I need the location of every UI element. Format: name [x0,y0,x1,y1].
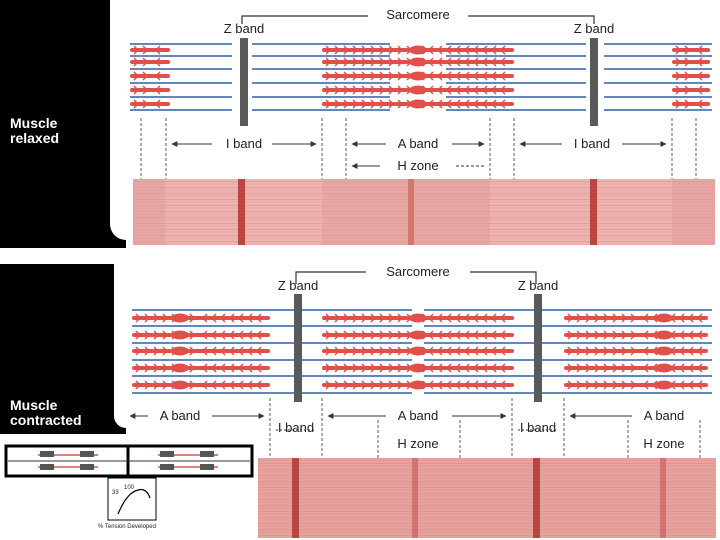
contracted-h-zone-center-label: H zone [397,436,438,451]
m-line-bead [655,381,673,390]
contracted-a-band-center-label: A band [398,408,439,423]
contracted-z-band-right-label: Z band [518,278,558,293]
contracted-filaments [132,294,712,402]
m-line-bead [171,347,189,356]
contracted-a-band-left-label: A band [160,408,201,423]
m-line-bead [409,364,427,373]
inset-value-left: 33 [112,490,119,496]
m-line-bead [409,100,427,109]
relaxed-i-band-right-label: I band [574,136,610,151]
relaxed-micrograph [133,179,715,245]
z-band [240,38,248,126]
contracted-guides [270,398,700,458]
m-line-bead [409,381,427,390]
contracted-i-band-left-label: I band [278,420,314,435]
m-line-bead [409,314,427,323]
m-line-bead [171,314,189,323]
inset-schematic: 33 100 % Tension Developed [6,446,252,530]
m-line-bead [171,364,189,373]
m-line-bead [171,331,189,340]
relaxed-filaments [130,38,712,126]
m-line-bead [409,347,427,356]
m-line-bead [409,72,427,81]
contracted-micrograph [258,458,716,538]
contracted-a-band-right-label: A band [644,408,685,423]
m-line-bead [409,46,427,55]
inset-caption: % Tension Developed [98,524,156,530]
m-line-bead [409,58,427,67]
m-line-bead [655,314,673,323]
m-line-bead [655,347,673,356]
z-band [294,294,302,402]
contracted-section: Sarcomere Z band Z band A band I band A … [130,264,716,538]
z-band [590,38,598,126]
contracted-z-band-left-label: Z band [278,278,318,293]
relaxed-z-band-right-label: Z band [574,21,614,36]
contracted-sarcomere-label: Sarcomere [386,264,450,279]
m-line-bead [171,381,189,390]
m-line-bead [409,86,427,95]
relaxed-sarcomere-label: Sarcomere [386,7,450,22]
m-line-bead [409,331,427,340]
contracted-i-band-right-label: I band [520,420,556,435]
m-line-bead [655,331,673,340]
relaxed-a-band-label: A band [398,136,439,151]
relaxed-i-band-left-label: I band [226,136,262,151]
z-band [534,294,542,402]
relaxed-h-zone-label: H zone [397,158,438,173]
inset-value-right: 100 [124,485,135,491]
contracted-h-zone-right-label: H zone [643,436,684,451]
contracted-arrows [130,416,632,430]
relaxed-section: Sarcomere Z band Z band I band A band [130,7,715,245]
relaxed-z-band-left-label: Z band [224,21,264,36]
m-line-bead [655,364,673,373]
